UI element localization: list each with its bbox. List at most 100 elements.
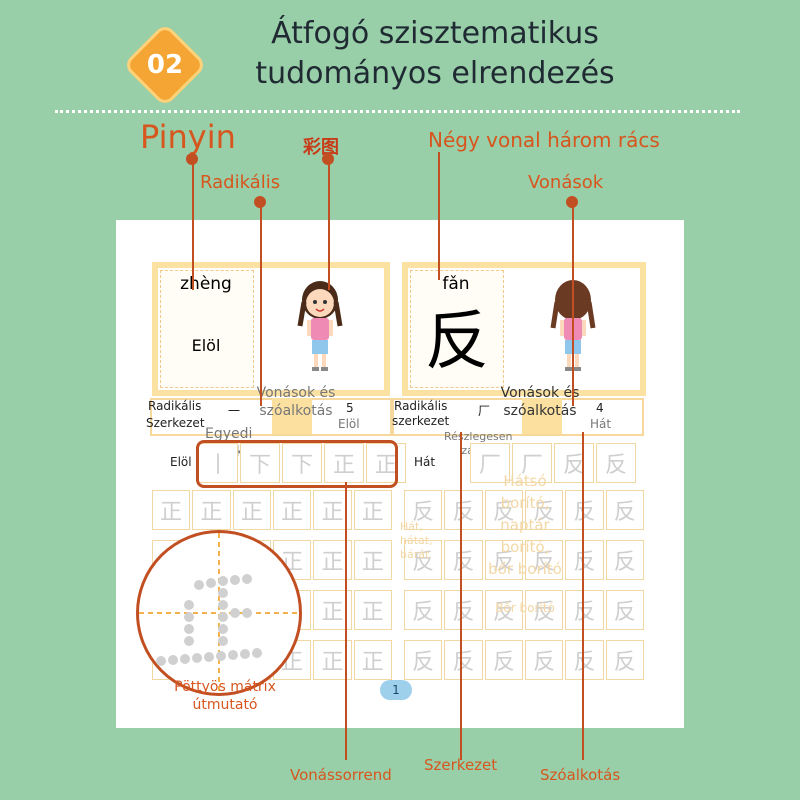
practice-cell: 正 xyxy=(232,490,271,530)
left-structure-label: Szerkezet xyxy=(146,416,205,430)
practice-cell: 反 xyxy=(484,490,523,530)
page-number: 1 xyxy=(380,680,412,700)
practice-cell: 反 xyxy=(404,490,443,530)
left-strokes-label: Vonások és szóalkotás xyxy=(256,385,336,419)
practice-cell: 反 xyxy=(404,590,443,630)
practice-cell: 反 xyxy=(565,590,604,630)
right-pinyin: fǎn xyxy=(442,274,470,294)
ghost-word-list: Hátsó borító, naptár borító, bőr borító xyxy=(488,472,562,578)
right-character: 反 xyxy=(425,305,489,379)
right-practice-grid: 反反反反反反 反反反反反反 反反反反反反 反反反反反反 xyxy=(404,490,644,680)
stroke-cell: 反 xyxy=(596,443,636,483)
title-line-2: tudományos elrendezés xyxy=(255,56,615,91)
stroke-order-highlight xyxy=(196,440,398,488)
right-stroke-order-row: 厂 厂 反 反 xyxy=(470,443,636,483)
practice-cell: 反 xyxy=(444,640,483,680)
strokes-callout-line xyxy=(572,198,574,406)
practice-cell: 反 xyxy=(444,540,483,580)
color-image-label: 彩图 xyxy=(303,137,339,158)
stroke-cell: 厂 xyxy=(512,443,552,483)
ghost-word: Bőr borító xyxy=(495,601,555,615)
stroke-cell: 下 xyxy=(282,443,322,483)
title-line-1: Átfogó szisztematikus xyxy=(271,16,599,51)
callout-dot xyxy=(186,153,198,165)
practice-cell: 反 xyxy=(605,490,644,530)
practice-row: 反反反反反反 xyxy=(404,640,644,680)
practice-row: 正正正正正正 xyxy=(152,490,392,530)
strokes-label: Vonások xyxy=(528,172,604,193)
structure-callout-line xyxy=(460,432,462,760)
right-radical-value: 厂 xyxy=(478,404,491,418)
right-structure-label: szerkezet xyxy=(392,414,450,428)
right-word-value: Hát xyxy=(590,417,612,431)
dotted-matrix-magnifier xyxy=(136,530,302,696)
girl-front-illustration xyxy=(256,268,384,390)
dotted-matrix-label: Pöttyös mátrix útmutató xyxy=(160,678,290,714)
practice-cell: 反 xyxy=(484,640,523,680)
left-pinyin: zhèng xyxy=(180,274,232,294)
practice-cell: 反 xyxy=(565,640,604,680)
radical-label: Radikális xyxy=(200,172,281,193)
left-meaning: Elöl xyxy=(191,336,221,355)
practice-row: 反反反反反反 xyxy=(404,540,644,580)
dotted-matrix-line-2: útmutató xyxy=(192,697,258,713)
practice-cell: 反 xyxy=(484,540,523,580)
practice-cell: 反 xyxy=(605,540,644,580)
practice-cell: 正 xyxy=(353,490,392,530)
right-strokes-value: 4 xyxy=(596,401,604,415)
dotted-matrix-line-1: Pöttyös mátrix xyxy=(174,679,276,695)
left-row-label: Elöl xyxy=(170,455,192,469)
practice-cell: 反 xyxy=(444,490,483,530)
dotted-character-icon xyxy=(139,533,299,693)
right-four-line-grid xyxy=(410,270,504,388)
left-stroke-order-row: 丨 下 下 正 正 xyxy=(198,443,406,483)
right-character-card: fǎn 反 xyxy=(402,262,646,396)
word-formation-label: Szóalkotás xyxy=(540,766,621,784)
practice-cell: 反 xyxy=(524,640,564,680)
left-strokes-highlight xyxy=(272,398,312,434)
right-strokes-highlight xyxy=(522,398,562,434)
word-formation-callout-line xyxy=(582,432,584,760)
four-lines-label: Négy vonal három rács xyxy=(428,128,660,152)
left-word-value: Elöl xyxy=(338,417,360,431)
practice-cell: 反 xyxy=(605,590,644,630)
four-lines-callout-line xyxy=(438,152,440,280)
pinyin-label: Pinyin xyxy=(140,118,236,156)
stroke-cell: 厂 xyxy=(470,443,510,483)
left-radical-value: 一 xyxy=(228,404,241,418)
stroke-cell: 下 xyxy=(240,443,280,483)
left-four-line-grid xyxy=(160,270,254,388)
practice-cell: 反 xyxy=(404,640,443,680)
stroke-order-label: Vonássorrend xyxy=(290,766,392,784)
stroke-cell: 反 xyxy=(554,443,594,483)
stroke-cell: 正 xyxy=(324,443,364,483)
callout-dot xyxy=(254,196,266,208)
practice-cell: 反 xyxy=(404,540,443,580)
practice-cell: 正 xyxy=(192,490,231,530)
practice-cell: 正 xyxy=(272,490,312,530)
dotted-divider xyxy=(55,110,740,113)
practice-cell: 正 xyxy=(152,490,191,530)
callout-dot xyxy=(566,196,578,208)
practice-row: 反反反反反反 xyxy=(404,490,644,530)
right-strokes-label: Vonások és szóalkotás xyxy=(500,385,580,419)
stroke-order-callout-line xyxy=(345,482,347,760)
color-image-callout-line xyxy=(328,160,330,290)
left-info-row xyxy=(150,398,392,436)
right-radical-label: Radikális xyxy=(394,399,448,413)
radical-callout-line xyxy=(260,198,262,406)
right-row-label: Hát xyxy=(414,455,436,469)
left-radical-label: Radikális xyxy=(148,399,202,413)
right-info-row xyxy=(392,398,644,436)
practice-cell: 反 xyxy=(524,540,564,580)
practice-cell: 反 xyxy=(524,590,564,630)
left-strokes-value: 5 xyxy=(346,401,354,415)
practice-cell: 反 xyxy=(565,490,604,530)
pinyin-callout-line xyxy=(192,160,194,290)
practice-cell: 反 xyxy=(565,540,604,580)
practice-cell: 正 xyxy=(313,590,352,630)
practice-cell: 正 xyxy=(353,590,392,630)
practice-cell: 反 xyxy=(484,590,523,630)
practice-cell: 反 xyxy=(605,640,644,680)
stroke-cell: 丨 xyxy=(198,443,238,483)
